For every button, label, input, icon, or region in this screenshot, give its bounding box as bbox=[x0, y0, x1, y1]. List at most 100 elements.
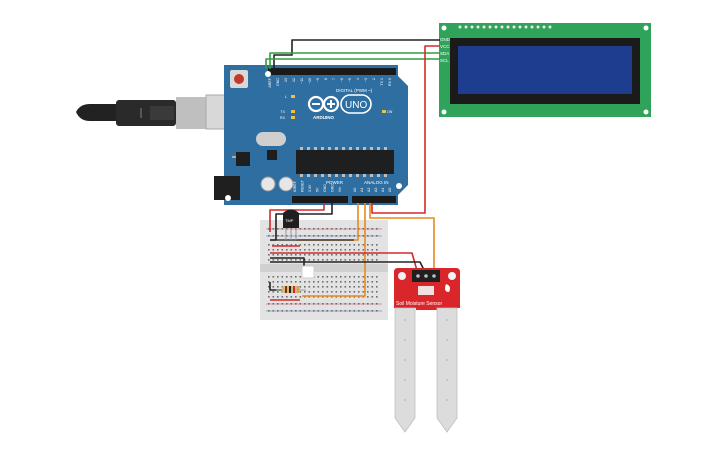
breadboard-hole[interactable] bbox=[295, 249, 297, 251]
breadboard-hole[interactable] bbox=[371, 254, 374, 256]
breadboard-hole[interactable] bbox=[335, 228, 338, 230]
lcd-module[interactable] bbox=[439, 23, 651, 117]
breadboard-hole[interactable] bbox=[367, 310, 369, 312]
breadboard-hole[interactable] bbox=[317, 235, 320, 237]
breadboard-hole[interactable] bbox=[340, 244, 342, 246]
breadboard-hole[interactable] bbox=[335, 259, 338, 261]
breadboard-hole[interactable] bbox=[281, 254, 284, 256]
breadboard-hole[interactable] bbox=[317, 254, 320, 256]
breadboard-hole[interactable] bbox=[268, 254, 270, 256]
breadboard-hole[interactable] bbox=[371, 296, 374, 298]
breadboard-hole[interactable] bbox=[308, 228, 311, 230]
breadboard-hole[interactable] bbox=[367, 228, 369, 230]
breadboard-hole[interactable] bbox=[344, 286, 347, 288]
breadboard-hole[interactable] bbox=[335, 303, 338, 305]
breadboard-hole[interactable] bbox=[349, 281, 351, 283]
breadboard-hole[interactable] bbox=[335, 244, 338, 246]
breadboard-hole[interactable] bbox=[376, 228, 378, 230]
breadboard-hole[interactable] bbox=[376, 259, 378, 261]
breadboard-hole[interactable] bbox=[344, 254, 347, 256]
breadboard-hole[interactable] bbox=[313, 244, 315, 246]
breadboard-hole[interactable] bbox=[358, 254, 360, 256]
breadboard-hole[interactable] bbox=[290, 254, 293, 256]
breadboard-hole[interactable] bbox=[295, 259, 297, 261]
breadboard-hole[interactable] bbox=[272, 228, 275, 230]
breadboard-hole[interactable] bbox=[349, 259, 351, 261]
breadboard-hole[interactable] bbox=[371, 276, 374, 278]
breadboard-hole[interactable] bbox=[326, 310, 329, 312]
breadboard-hole[interactable] bbox=[299, 303, 302, 305]
breadboard-hole[interactable] bbox=[277, 235, 279, 237]
breadboard-hole[interactable] bbox=[335, 281, 338, 283]
breadboard-hole[interactable] bbox=[268, 310, 270, 312]
breadboard-hole[interactable] bbox=[299, 281, 302, 283]
breadboard-hole[interactable] bbox=[376, 254, 378, 256]
breadboard-hole[interactable] bbox=[281, 259, 284, 261]
breadboard-hole[interactable] bbox=[272, 235, 275, 237]
breadboard-hole[interactable] bbox=[326, 303, 329, 305]
breadboard-hole[interactable] bbox=[277, 249, 279, 251]
breadboard-hole[interactable] bbox=[281, 281, 284, 283]
breadboard-hole[interactable] bbox=[290, 244, 293, 246]
breadboard-hole[interactable] bbox=[358, 259, 360, 261]
breadboard-hole[interactable] bbox=[344, 291, 347, 293]
breadboard-hole[interactable] bbox=[277, 310, 279, 312]
breadboard-hole[interactable] bbox=[313, 310, 315, 312]
breadboard-hole[interactable] bbox=[362, 244, 365, 246]
breadboard-hole[interactable] bbox=[353, 276, 356, 278]
breadboard-hole[interactable] bbox=[331, 259, 333, 261]
breadboard-hole[interactable] bbox=[331, 281, 333, 283]
breadboard-hole[interactable] bbox=[326, 281, 329, 283]
breadboard-hole[interactable] bbox=[362, 228, 365, 230]
breadboard-hole[interactable] bbox=[367, 254, 369, 256]
breadboard-hole[interactable] bbox=[340, 281, 342, 283]
breadboard-hole[interactable] bbox=[317, 310, 320, 312]
breadboard-hole[interactable] bbox=[281, 296, 284, 298]
breadboard-hole[interactable] bbox=[367, 249, 369, 251]
breadboard-hole[interactable] bbox=[340, 310, 342, 312]
breadboard-hole[interactable] bbox=[367, 244, 369, 246]
breadboard-hole[interactable] bbox=[299, 310, 302, 312]
breadboard-hole[interactable] bbox=[299, 228, 302, 230]
breadboard-hole[interactable] bbox=[281, 286, 284, 288]
breadboard-hole[interactable] bbox=[340, 286, 342, 288]
breadboard-hole[interactable] bbox=[295, 281, 297, 283]
breadboard-hole[interactable] bbox=[376, 281, 378, 283]
breadboard-hole[interactable] bbox=[304, 235, 306, 237]
breadboard-hole[interactable] bbox=[313, 281, 315, 283]
breadboard-hole[interactable] bbox=[317, 244, 320, 246]
breadboard-hole[interactable] bbox=[367, 259, 369, 261]
breadboard-hole[interactable] bbox=[331, 254, 333, 256]
breadboard-hole[interactable] bbox=[344, 303, 347, 305]
breadboard-hole[interactable] bbox=[304, 244, 306, 246]
breadboard-hole[interactable] bbox=[277, 281, 279, 283]
breadboard-hole[interactable] bbox=[326, 254, 329, 256]
breadboard-hole[interactable] bbox=[286, 276, 288, 278]
breadboard-hole[interactable] bbox=[362, 235, 365, 237]
breadboard-hole[interactable] bbox=[340, 235, 342, 237]
breadboard-hole[interactable] bbox=[290, 296, 293, 298]
breadboard-hole[interactable] bbox=[376, 296, 378, 298]
breadboard-hole[interactable] bbox=[286, 281, 288, 283]
breadboard-hole[interactable] bbox=[349, 291, 351, 293]
breadboard-hole[interactable] bbox=[313, 249, 315, 251]
breadboard-hole[interactable] bbox=[362, 254, 365, 256]
breadboard-hole[interactable] bbox=[272, 244, 275, 246]
breadboard-hole[interactable] bbox=[326, 259, 329, 261]
breadboard-hole[interactable] bbox=[322, 303, 324, 305]
breadboard-hole[interactable] bbox=[286, 259, 288, 261]
led-component[interactable] bbox=[301, 265, 315, 279]
breadboard-hole[interactable] bbox=[308, 235, 311, 237]
breadboard-hole[interactable] bbox=[344, 235, 347, 237]
breadboard-hole[interactable] bbox=[295, 310, 297, 312]
power-header[interactable] bbox=[292, 196, 348, 203]
breadboard-hole[interactable] bbox=[371, 259, 374, 261]
breadboard-hole[interactable] bbox=[317, 259, 320, 261]
breadboard-hole[interactable] bbox=[326, 286, 329, 288]
breadboard-hole[interactable] bbox=[371, 228, 374, 230]
breadboard-hole[interactable] bbox=[277, 291, 279, 293]
breadboard-hole[interactable] bbox=[286, 235, 288, 237]
breadboard-hole[interactable] bbox=[272, 303, 275, 305]
breadboard-hole[interactable] bbox=[299, 259, 302, 261]
breadboard-hole[interactable] bbox=[322, 244, 324, 246]
